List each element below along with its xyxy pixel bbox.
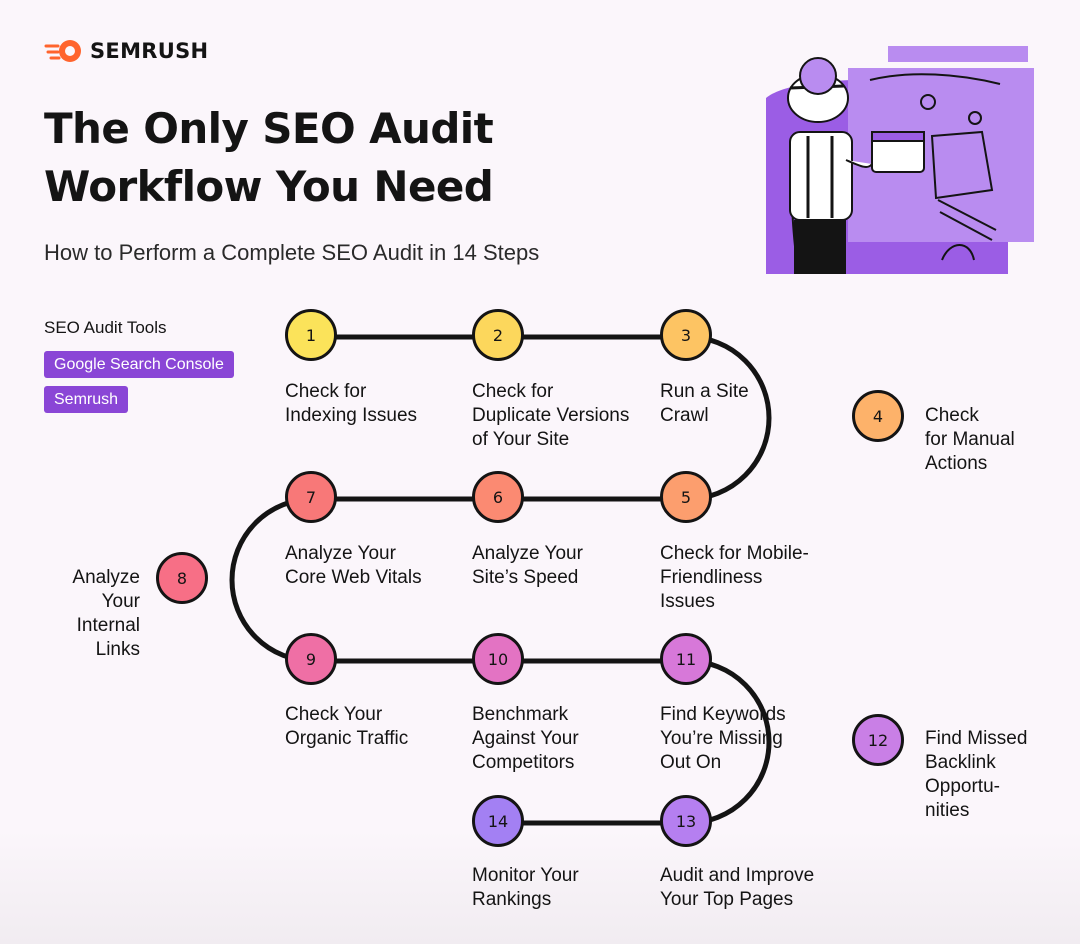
brand-name: SEMRUSH: [90, 39, 209, 63]
step-13-circle: 13: [660, 795, 712, 847]
step-6-circle: 6: [472, 471, 524, 523]
auditor-illustration: [766, 46, 1034, 274]
semrush-logo: SEMRUSH: [44, 38, 208, 64]
step-14-circle: 14: [472, 795, 524, 847]
step-5-circle: 5: [660, 471, 712, 523]
step-12-circle: 12: [852, 714, 904, 766]
page-subtitle: How to Perform a Complete SEO Audit in 1…: [44, 240, 540, 265]
title-line-2: Workflow You Need: [44, 162, 494, 211]
step-4-circle: 4: [852, 390, 904, 442]
step-2-circle: 2: [472, 309, 524, 361]
semrush-flame-icon: [44, 40, 81, 62]
step-7-circle: 7: [285, 471, 337, 523]
step-10-circle: 10: [472, 633, 524, 685]
tools-heading: SEO Audit Tools: [44, 318, 167, 337]
tool-chip-google-search-console: Google Search Console: [44, 351, 234, 378]
step-3-circle: 3: [660, 309, 712, 361]
step-9-circle: 9: [285, 633, 337, 685]
page-title: The Only SEO Audit Workflow You Need: [44, 100, 494, 216]
step-11-circle: 11: [660, 633, 712, 685]
step-8-circle: 8: [156, 552, 208, 604]
step-1-circle: 1: [285, 309, 337, 361]
title-line-1: The Only SEO Audit: [44, 104, 494, 153]
tool-chip-semrush: Semrush: [44, 386, 129, 413]
